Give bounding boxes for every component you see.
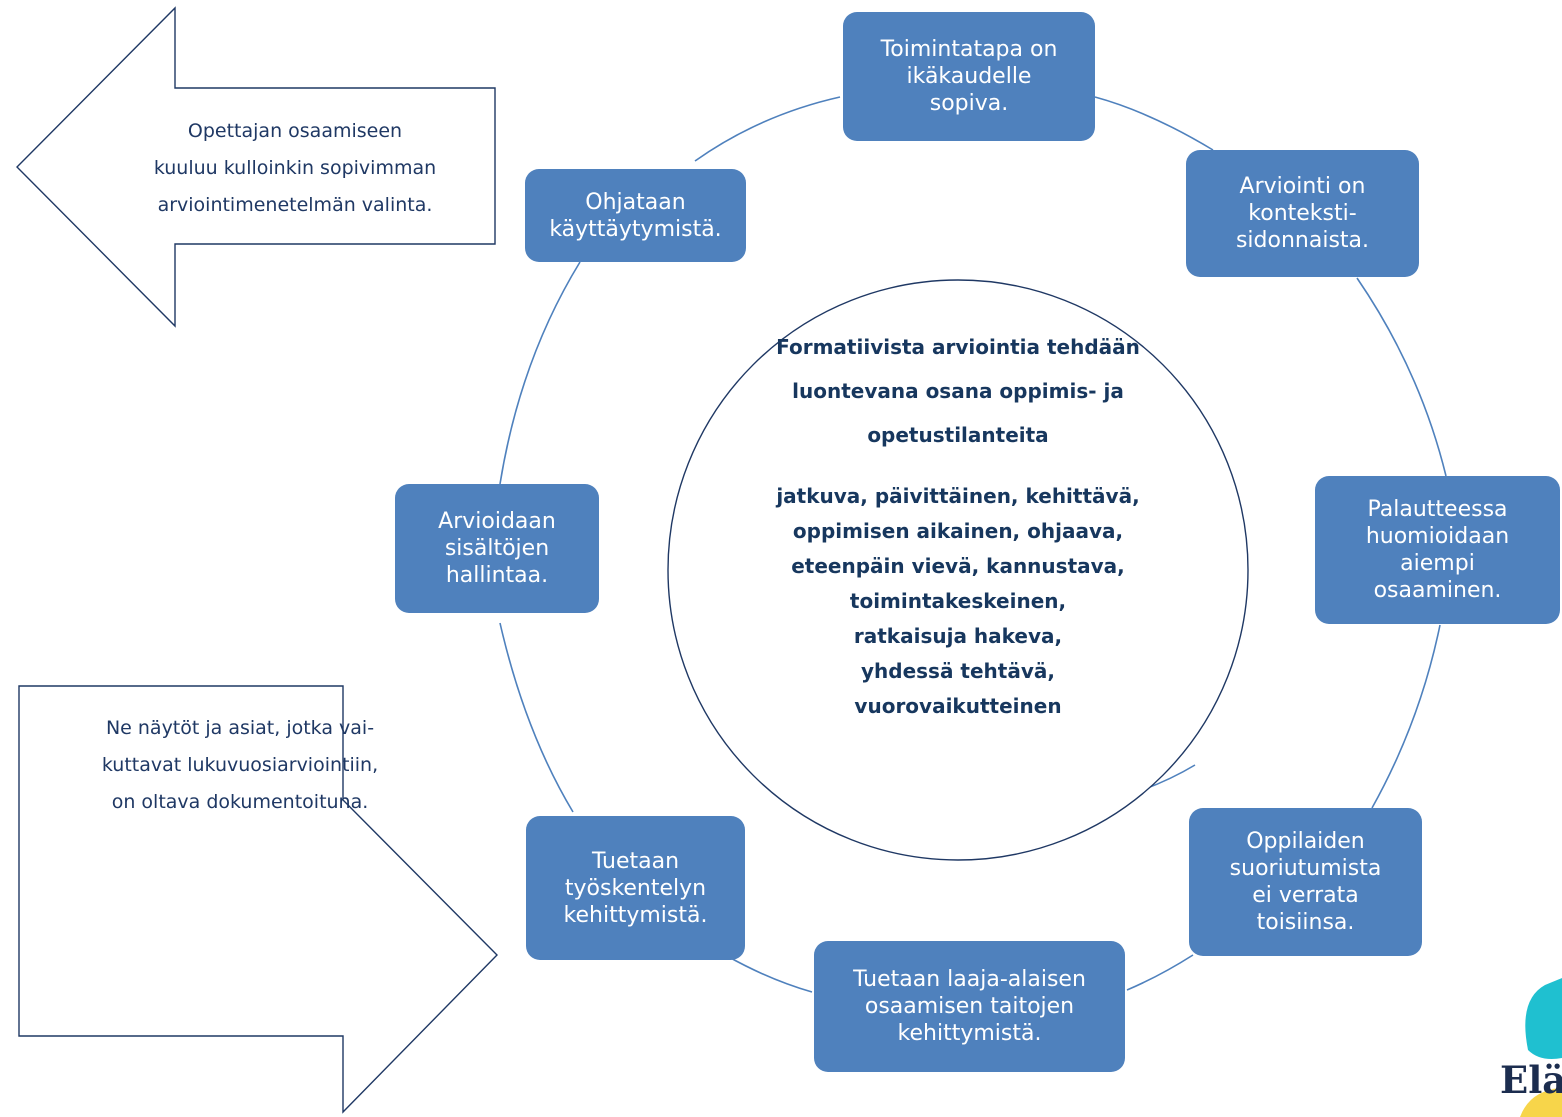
connector-age-to-context <box>1094 96 1214 151</box>
node-behaviour-guidance: Ohjataan käyttäytymistä. <box>525 169 746 262</box>
connector-prior-to-compare <box>1371 624 1441 809</box>
node-no-comparison: Oppilaiden suoriutumista ei verrata tois… <box>1189 808 1422 956</box>
connector-content-to-behaviour <box>499 261 581 485</box>
node-context-bound: Arviointi on konteksti- sidonnaista. <box>1186 150 1419 277</box>
right-arrow-shape <box>18 685 498 1114</box>
center-circle <box>667 279 1249 861</box>
logo-teal-blob <box>1525 978 1562 1059</box>
logo-yellow-blob <box>1520 1088 1562 1117</box>
right-arrow-text: Ne näytöt ja asiat, jotka vai- kuttavat … <box>101 717 379 813</box>
connector-context-to-prior <box>1356 277 1447 477</box>
left-arrow-text: Opettajan osaamiseen kuuluu kulloinkin s… <box>153 120 437 216</box>
center-heading: Formatiivista arviointia tehdään luontev… <box>776 335 1140 447</box>
center-qualities: jatkuva, päivittäinen, kehittävä, oppimi… <box>776 484 1140 718</box>
connector-broad-to-work <box>726 955 813 993</box>
connector-work-to-content <box>499 622 574 813</box>
logo-text: Eläm <box>1500 1058 1562 1102</box>
center-text: Formatiivista arviointia tehdään luontev… <box>718 325 1198 724</box>
node-prior-knowledge: Palautteessa huomioidaan aiempi osaamine… <box>1315 476 1560 624</box>
node-age-appropriate: Toimintatapa on ikäkaudelle sopiva. <box>843 12 1095 141</box>
node-content-mastery: Arvioidaan sisältöjen hallintaa. <box>395 484 599 613</box>
cycle-connectors <box>499 96 1447 993</box>
connector-compare-to-broad <box>1126 954 1194 991</box>
left-arrow-shape <box>16 6 496 328</box>
node-transversal-skills: Tuetaan laaja-alaisen osaamisen taitojen… <box>814 941 1125 1072</box>
connector-behaviour-to-age <box>694 96 841 162</box>
node-work-development: Tuetaan työskentelyn kehittymistä. <box>526 816 745 960</box>
